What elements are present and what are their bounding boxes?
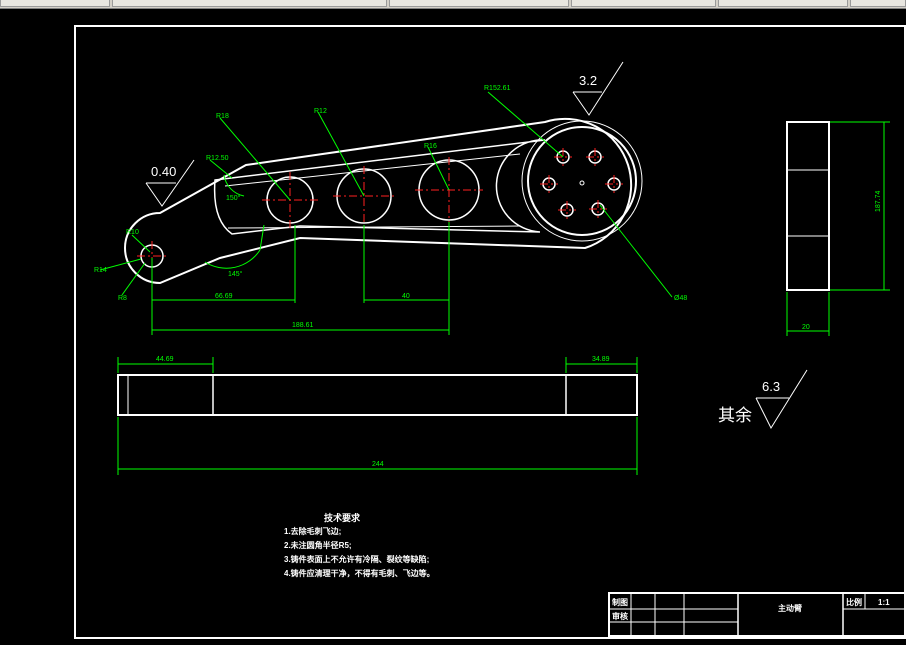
dim-ang1: 150° (226, 194, 241, 202)
dim-r16: R16 (424, 143, 437, 150)
technical-notes: 技术要求 1.去除毛刺飞边; 2.未注圆角半径R5; 3.铸件表面上不允许有冷隔… (284, 512, 435, 578)
dim-66-69: 66.69 (215, 293, 233, 300)
top-view (117, 374, 638, 416)
roughness-top-value: 3.2 (579, 73, 597, 88)
title-block (608, 592, 906, 637)
side-view (786, 121, 830, 291)
roughness-rest-label: 其余 (718, 406, 752, 425)
taskbar-button[interactable] (850, 0, 906, 7)
roughness-rest-value: 6.3 (762, 379, 780, 394)
taskbar-button[interactable] (112, 0, 387, 7)
taskbar-button[interactable] (718, 0, 848, 7)
front-view (124, 117, 643, 285)
dim-r14: R14 (94, 267, 107, 274)
dimension-texts: R18 R12 R16 R12.50 R152.61 R10 R14 R8 Ø4… (94, 85, 882, 468)
note-item: 3.铸件表面上不允许有冷隔、裂纹等缺陷; (284, 554, 429, 564)
dim-20: 20 (802, 324, 810, 331)
dim-r18: R18 (216, 113, 229, 120)
scale-label: 比例 (846, 597, 862, 607)
taskbar (0, 0, 906, 9)
roughness-symbol-rest (755, 369, 808, 430)
notes-title: 技术要求 (324, 512, 361, 523)
dim-r10: R10 (126, 229, 139, 236)
dim-34-89: 34.89 (592, 356, 610, 363)
dim-r12-50: R12.50 (206, 155, 229, 162)
dim-ang2: 145° (228, 270, 243, 278)
taskbar-button[interactable] (389, 0, 569, 7)
dim-r12: R12 (314, 108, 327, 115)
scale-value: 1:1 (878, 598, 890, 607)
centerlines (137, 148, 623, 271)
dim-r8: R8 (118, 295, 127, 302)
checked-label: 审核 (612, 611, 628, 621)
dim-188: 188.61 (292, 322, 314, 329)
dimension-lines (99, 91, 890, 475)
dim-d48: Ø48 (674, 295, 687, 302)
dim-187: 187.74 (875, 190, 882, 212)
title-block-texts: 制图 审核 主动臂 比例 1:1 (612, 597, 890, 621)
note-item: 1.去除毛刺飞边; (284, 526, 341, 536)
part-name: 主动臂 (778, 603, 802, 613)
roughness-symbol-top (572, 61, 624, 116)
dim-244: 244 (372, 461, 384, 468)
cad-drawing-canvas[interactable]: R18 R12 R16 R12.50 R152.61 R10 R14 R8 Ø4… (0, 9, 906, 645)
note-item: 4.铸件应清理干净，不得有毛刺、飞边等。 (284, 568, 435, 578)
roughness-symbol-left (145, 159, 195, 207)
taskbar-button[interactable] (571, 0, 716, 7)
note-item: 2.未注圆角半径R5; (284, 540, 352, 550)
roughness-left-value: 0.40 (151, 164, 176, 179)
dim-40: 40 (402, 293, 410, 300)
dim-r152: R152.61 (484, 85, 511, 92)
drawing-frame (74, 25, 906, 639)
dim-44-69: 44.69 (156, 356, 174, 363)
drawn-label: 制图 (612, 597, 628, 607)
taskbar-button[interactable] (0, 0, 110, 7)
